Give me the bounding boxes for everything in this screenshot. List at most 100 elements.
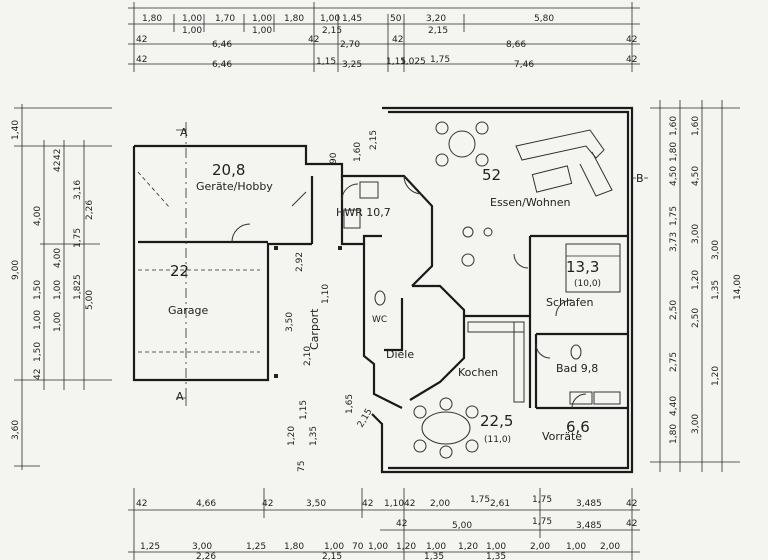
dim-label: 3,50	[285, 312, 295, 332]
dim-label: 42	[33, 369, 43, 380]
dim-label: 1,35	[424, 552, 444, 560]
dim-label: 2,15	[356, 407, 375, 429]
dim-label: 42	[53, 161, 63, 172]
room-sub-kochen: (11,0)	[484, 435, 511, 445]
dim-label: 3,20	[426, 14, 446, 24]
dim-label: 3,73	[669, 232, 679, 252]
sofa	[515, 129, 605, 161]
dim-label: 1,75	[532, 495, 552, 505]
dim-label: 42	[136, 499, 147, 509]
dim-label: 1,80	[669, 142, 679, 162]
dim-label: 1,15	[299, 400, 309, 420]
dim-label: 1,35	[486, 552, 506, 560]
carport-post	[338, 246, 342, 250]
dim-label: 1,00	[53, 280, 63, 300]
kitchen-table	[421, 411, 471, 445]
bottom-dimension-labels: 42 4,66 42 3,50 42 1,10 42 2,00 1,75 2,6…	[136, 495, 637, 560]
section-arrow	[176, 122, 187, 131]
dim-label: 1,00	[566, 542, 586, 552]
carport-post	[274, 246, 278, 250]
section-b-label: B	[636, 172, 644, 185]
dim-label: 1,25	[140, 542, 160, 552]
carport-post	[274, 374, 278, 378]
dim-label: 1,00	[252, 14, 272, 24]
dim-label: 4,50	[669, 166, 679, 186]
dim-label: 1,00	[252, 26, 272, 36]
dim-label: 42	[626, 499, 637, 509]
dim-label: 1,80	[669, 424, 679, 444]
dim-label: 1,65	[345, 394, 355, 414]
dim-label: 4,66	[196, 499, 216, 509]
dim-label: 7,46	[514, 60, 534, 70]
door-swing	[535, 343, 551, 359]
room-area-wohnen: 52	[482, 166, 501, 184]
dim-label: 1,50	[33, 280, 43, 300]
dim-label: 6,46	[212, 40, 232, 50]
door-swing	[571, 393, 587, 409]
room-labels: 20,8 Geräte/Hobby 22 Garage HWR 10,7 52 …	[168, 161, 601, 445]
room-name-kochen: Kochen	[458, 366, 498, 379]
dim-label: 1,60	[353, 142, 363, 162]
dim-label: 2,00	[430, 499, 450, 509]
dim-label: 4,40	[669, 396, 679, 416]
room-area-vorrate: 6,6	[566, 418, 590, 436]
dim-label: 1,00	[33, 310, 43, 330]
dim-label: 1,20	[287, 426, 297, 446]
right-dimension-labels: 1,60 1,80 4,50 3,73 1,75 2,50 4,40 1,80 …	[669, 116, 743, 444]
dim-label: 1,025	[400, 57, 426, 67]
appliance	[343, 209, 361, 229]
toilet	[570, 344, 582, 360]
dim-label: 1,80	[284, 542, 304, 552]
section-a-bottom-label: A	[176, 390, 184, 403]
plant	[483, 227, 493, 237]
dim-label: 1,40	[11, 120, 21, 140]
dim-label: 1,10	[384, 499, 404, 509]
dim-label: 2,00	[600, 542, 620, 552]
dim-label: 42	[136, 35, 147, 45]
dim-label: 5,00	[452, 521, 472, 531]
dim-label: 1,25	[246, 542, 266, 552]
door-swing	[291, 191, 307, 207]
dim-label: 70	[352, 542, 364, 552]
dim-label: 1,80	[142, 14, 162, 24]
dim-label: 5,80	[534, 14, 554, 24]
dim-label: 1,75	[532, 517, 552, 527]
dim-label: 2,75	[669, 352, 679, 372]
chair	[413, 405, 427, 419]
dim-label: 42	[404, 499, 415, 509]
bed	[565, 243, 621, 293]
dim-label: 3,485	[576, 521, 602, 531]
inner-dimension-labels: 90 1,60 2,15 3,50 2,10 1,10 2,92 1,65 2,…	[285, 130, 379, 472]
bottom-dimension-chains	[128, 488, 640, 560]
room-name-wc: WC	[372, 315, 387, 325]
dim-label: 50	[390, 14, 402, 24]
room-area-geraete: 20,8	[212, 161, 245, 179]
dim-label: 1,70	[215, 14, 235, 24]
door-swing	[231, 223, 251, 243]
chair	[465, 405, 479, 419]
chair	[475, 153, 489, 167]
dim-label: 1,35	[309, 426, 319, 446]
dim-label: 1,45	[342, 14, 362, 24]
room-name-wohnen: Essen/Wohnen	[490, 196, 571, 209]
dim-label: 42	[396, 519, 407, 529]
dim-label: 3,25	[342, 60, 362, 70]
dim-label: 42	[53, 149, 63, 160]
dim-label: 2,26	[85, 200, 95, 220]
section-markers: A A B	[176, 122, 650, 406]
dim-label: 1,20	[458, 542, 478, 552]
dim-label: 1,60	[669, 116, 679, 136]
chair	[439, 445, 453, 459]
dim-label: 1,00	[426, 542, 446, 552]
dim-label: 1,20	[396, 542, 416, 552]
dim-label: 8,66	[506, 40, 526, 50]
chair	[465, 439, 479, 453]
dim-label: 42	[262, 499, 273, 509]
section-arrow	[176, 397, 187, 406]
dim-label: 75	[297, 461, 307, 472]
room-name-diele: Diele	[386, 348, 414, 361]
sofa	[579, 151, 613, 197]
dim-label: 1,10	[321, 284, 331, 304]
dim-label: 1,15	[316, 57, 336, 67]
